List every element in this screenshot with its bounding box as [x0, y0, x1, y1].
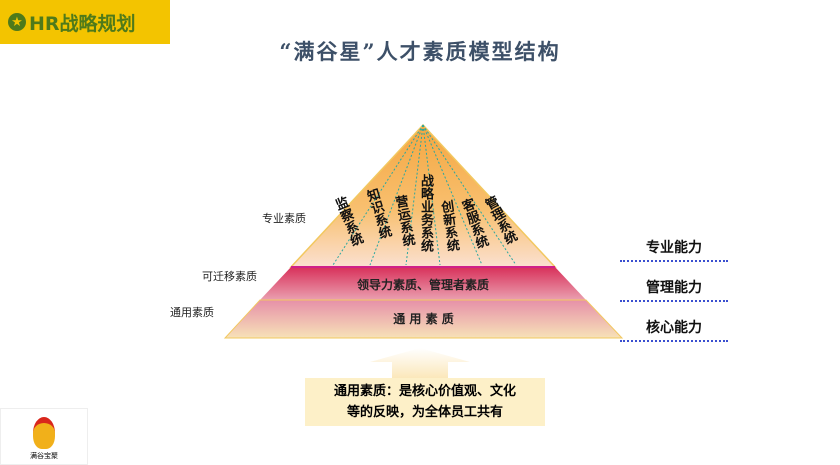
- star-icon: ★: [8, 13, 26, 31]
- mascot-icon: [33, 417, 55, 449]
- middle-layer-label: 领导力素质、管理者素质: [356, 278, 489, 292]
- note-box: 通用素质：是核心价值观、文化等的反映，为全体员工共有: [305, 378, 545, 426]
- system-label: 战略业务系统: [418, 174, 433, 252]
- left-label: 专业素质: [262, 212, 306, 225]
- note-line: 通用素质：是核心价值观、文化: [333, 384, 516, 399]
- logo-text: 满谷宝聚: [30, 452, 58, 460]
- up-arrow-icon: [370, 348, 470, 380]
- left-label: 可迁移素质: [202, 270, 257, 283]
- pyramid-middle: [260, 267, 586, 300]
- right-label: 核心能力: [620, 317, 728, 342]
- section-tag: ★HR战略规划: [0, 0, 170, 44]
- left-label: 通用素质: [170, 306, 214, 319]
- right-label: 专业能力: [620, 237, 728, 262]
- brand-logo: 满谷宝聚: [0, 408, 88, 465]
- bottom-layer-label: 通 用 素 质: [393, 312, 454, 326]
- page-title: “满谷星”人才素质模型结构: [279, 39, 561, 64]
- pyramid-bottom: [223, 299, 624, 339]
- tag-label: HR战略规划: [29, 12, 136, 35]
- right-label: 管理能力: [620, 277, 728, 302]
- note-line: 等的反映，为全体员工共有: [346, 405, 503, 420]
